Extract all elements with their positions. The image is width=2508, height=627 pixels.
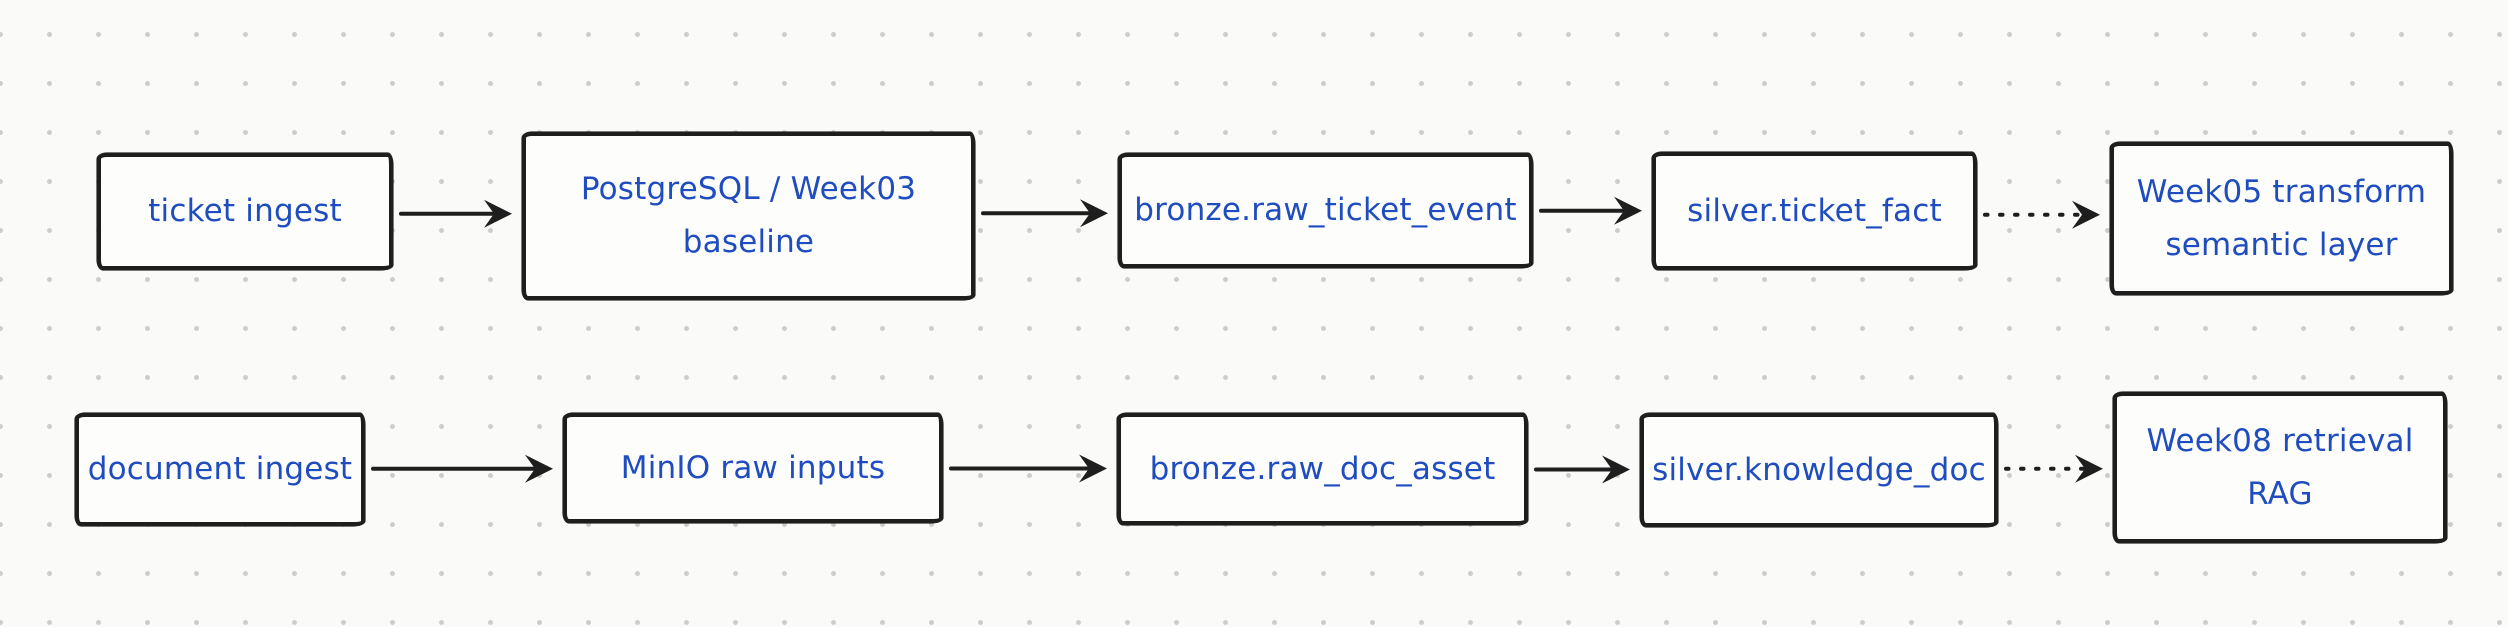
edge-minio-raw-inputs-to-bronze-raw-doc-asset-arrow	[949, 454, 1107, 483]
edge-ticket-ingest-to-postgresql-week03-baseline-arrow	[399, 199, 512, 228]
arrowhead-icon	[1614, 196, 1642, 225]
arrowhead-icon	[1079, 454, 1107, 483]
node-label-postgresql-week03-baseline: PostgreSQL / Week03 baseline	[580, 171, 917, 260]
node-label-bronze-raw-doc-asset: bronze.raw_doc_asset	[1149, 450, 1496, 487]
edge-silver-ticket-fact-to-week05-transform-semantic-layer-dotted-arrow	[1983, 200, 2100, 229]
node-label-silver-knowledge-doc: silver.knowledge_doc	[1652, 451, 1986, 488]
node-label-week08-retrieval-rag: Week08 retrieval RAG	[2146, 422, 2414, 512]
edge-document-ingest-to-minio-raw-inputs-arrow	[371, 454, 553, 483]
arrowhead-icon	[2072, 200, 2100, 229]
edge-bronze-raw-doc-asset-to-silver-knowledge-doc-arrow	[1534, 455, 1630, 484]
node-minio-raw-inputs[interactable]: MinIO raw inputs	[563, 413, 943, 523]
edge-postgresql-week03-baseline-to-bronze-raw-ticket-event-arrow	[981, 199, 1108, 228]
node-ticket-ingest[interactable]: ticket ingest	[97, 153, 393, 270]
node-silver-knowledge-doc[interactable]: silver.knowledge_doc	[1640, 413, 1998, 527]
arrowhead-icon	[525, 454, 553, 483]
node-label-minio-raw-inputs: MinIO raw inputs	[620, 449, 886, 486]
arrowhead-icon	[2075, 454, 2103, 483]
node-document-ingest[interactable]: document ingest	[75, 413, 365, 526]
node-bronze-raw-doc-asset[interactable]: bronze.raw_doc_asset	[1117, 413, 1528, 525]
node-week08-retrieval-rag[interactable]: Week08 retrieval RAG	[2113, 392, 2447, 543]
node-label-bronze-raw-ticket-event: bronze.raw_ticket_event	[1134, 192, 1517, 228]
node-week05-transform-semantic-layer[interactable]: Week05 transform semantic layer	[2110, 142, 2453, 295]
node-label-ticket-ingest: ticket ingest	[148, 193, 342, 229]
node-label-silver-ticket-fact: silver.ticket_fact	[1687, 192, 1942, 229]
arrowhead-icon	[484, 199, 512, 228]
edge-silver-knowledge-doc-to-week08-retrieval-rag-dotted-arrow	[2004, 454, 2103, 483]
node-postgresql-week03-baseline[interactable]: PostgreSQL / Week03 baseline	[522, 132, 975, 300]
arrowhead-icon	[1602, 455, 1630, 484]
node-label-document-ingest: document ingest	[87, 451, 353, 487]
arrowhead-icon	[1080, 199, 1108, 228]
edge-bronze-raw-ticket-event-to-silver-ticket-fact-arrow	[1539, 196, 1642, 225]
node-bronze-raw-ticket-event[interactable]: bronze.raw_ticket_event	[1118, 153, 1533, 268]
node-silver-ticket-fact[interactable]: silver.ticket_fact	[1652, 152, 1977, 270]
node-label-week05-transform-semantic-layer: Week05 transform semantic layer	[2136, 173, 2427, 263]
